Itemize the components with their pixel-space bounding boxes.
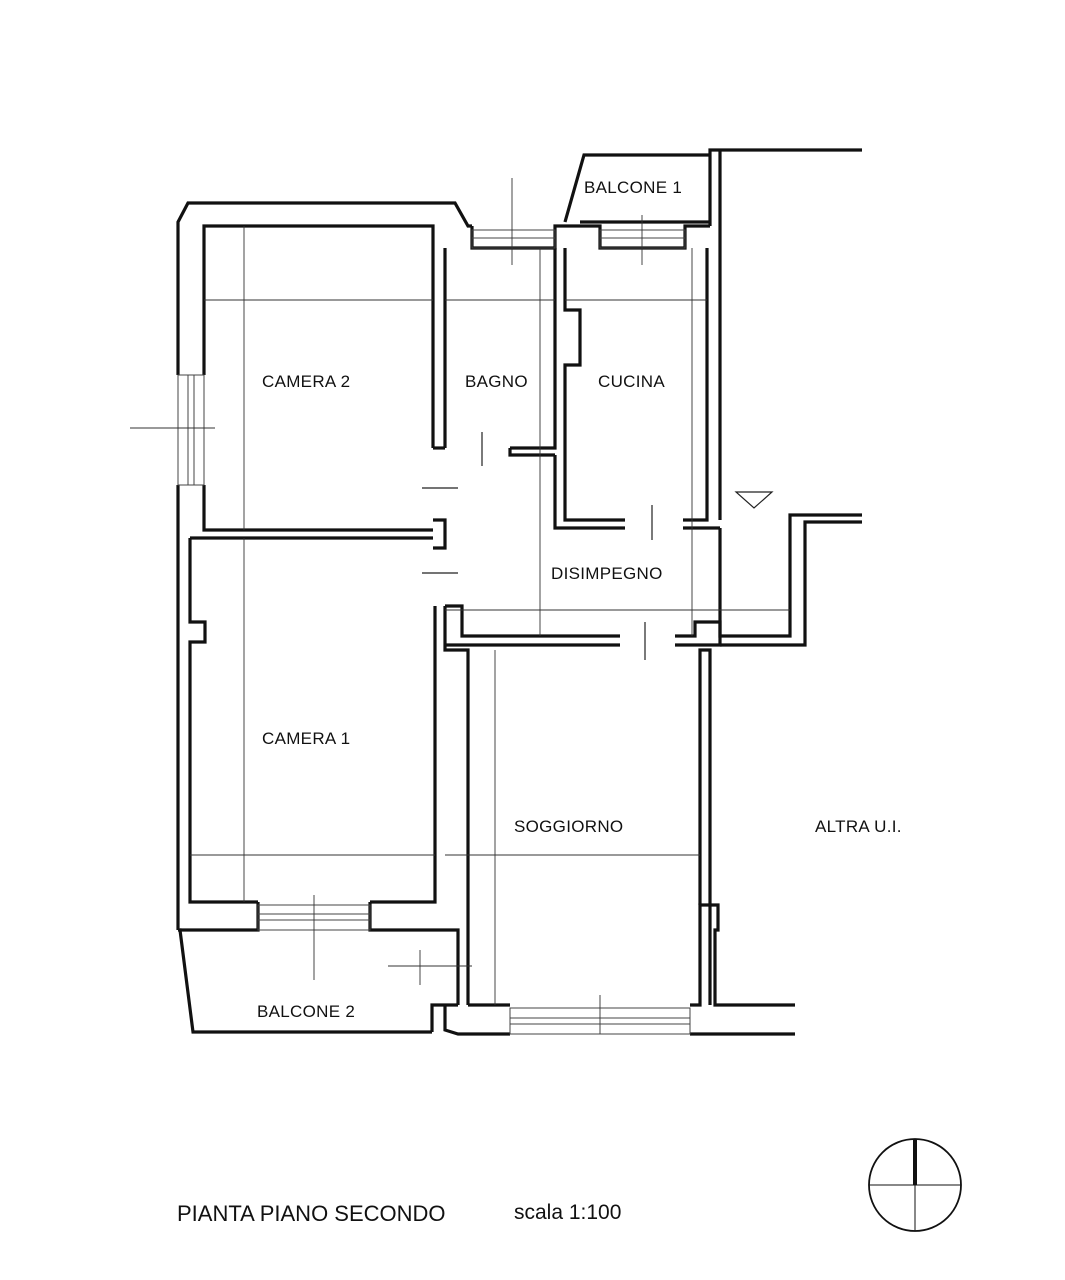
dimension-lines <box>130 178 790 1005</box>
label-camera-1: CAMERA 1 <box>262 729 350 748</box>
door-marks <box>422 432 774 660</box>
label-balcone-2: BALCONE 2 <box>257 1002 355 1021</box>
label-bagno: BAGNO <box>465 372 528 391</box>
room-labels: CAMERA 2 BAGNO CUCINA DISIMPEGNO CAMERA … <box>257 178 902 1021</box>
label-balcone-1: BALCONE 1 <box>584 178 682 197</box>
plan-scale: scala 1:100 <box>514 1201 621 1224</box>
compass-icon <box>868 1138 962 1232</box>
interior-walls <box>433 148 862 647</box>
label-cucina: CUCINA <box>598 372 665 391</box>
label-disimpegno: DISIMPEGNO <box>551 564 663 583</box>
label-camera-2: CAMERA 2 <box>262 372 350 391</box>
exterior-walls <box>176 201 795 1036</box>
label-soggiorno: SOGGIORNO <box>514 817 623 836</box>
plan-title: PIANTA PIANO SECONDO <box>177 1201 446 1226</box>
label-altra-ui: ALTRA U.I. <box>815 817 902 836</box>
